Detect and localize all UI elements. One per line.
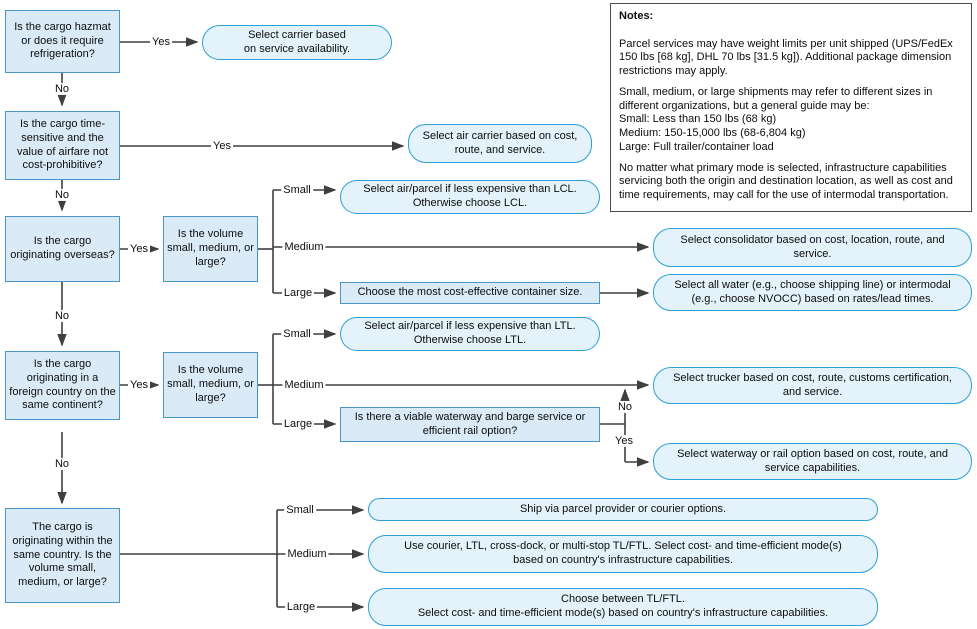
- label-no-time: No: [52, 188, 72, 202]
- label-yes-foreign: Yes: [128, 378, 150, 392]
- label-large-domestic: Large: [284, 600, 318, 614]
- label-medium-foreign: Medium: [282, 378, 326, 392]
- result-all-water-intermodal: Select all water (e.g., choose shipping …: [653, 274, 972, 311]
- result-courier-ltl-crossdock: Use courier, LTL, cross-dock, or multi-s…: [368, 535, 878, 573]
- label-no-waterway: No: [615, 400, 635, 414]
- edge-volume1-branches: [258, 185, 650, 298]
- result-consolidator: Select consolidator based on cost, locat…: [653, 228, 972, 267]
- decision-hazmat: Is the cargo hazmat or does it require r…: [5, 10, 120, 73]
- result-air-parcel-ltl: Select air/parcel if less expensive than…: [340, 317, 600, 351]
- result-trucker: Select trucker based on cost, route, cus…: [653, 367, 972, 404]
- decision-volume-overseas: Is the volume small, medium, or large?: [163, 216, 258, 282]
- label-yes-time: Yes: [211, 139, 233, 153]
- decision-foreign-same-continent: Is the cargo originating in a foreign co…: [5, 351, 120, 420]
- label-medium-domestic: Medium: [285, 547, 329, 561]
- result-air-parcel-lcl: Select air/parcel if less expensive than…: [340, 180, 600, 214]
- notes-paragraph-size-guide: Small, medium, or large shipments may re…: [619, 85, 933, 153]
- label-medium-overseas: Medium: [282, 240, 326, 254]
- label-small-domestic: Small: [284, 503, 316, 517]
- statement-domestic-volume: The cargo is originating within the same…: [5, 508, 120, 603]
- label-no-overseas: No: [52, 309, 72, 323]
- decision-waterway-rail: Is there a viable waterway and barge ser…: [340, 407, 600, 442]
- notes-paragraph-parcel-limits: Parcel services may have weight limits p…: [619, 37, 953, 78]
- label-no-foreign: No: [52, 457, 72, 471]
- process-container-size: Choose the most cost-effective container…: [340, 282, 600, 304]
- label-small-overseas: Small: [281, 183, 313, 197]
- decision-time-sensitive: Is the cargo time-sensitive and the valu…: [5, 111, 120, 180]
- label-small-foreign: Small: [281, 327, 313, 341]
- decision-overseas: Is the cargo originating overseas?: [5, 216, 120, 282]
- label-no-hazmat: No: [52, 82, 72, 96]
- result-parcel-courier: Ship via parcel provider or courier opti…: [368, 498, 878, 521]
- notes-panel: Notes: Parcel services may have weight l…: [610, 3, 972, 212]
- notes-title: Notes:: [619, 10, 654, 22]
- label-yes-hazmat: Yes: [150, 35, 172, 49]
- result-air-carrier: Select air carrier based on cost, route,…: [408, 124, 592, 163]
- label-yes-waterway: Yes: [613, 434, 635, 448]
- notes-paragraph-intermodal: No matter what primary mode is selected,…: [619, 161, 953, 202]
- result-waterway-rail: Select waterway or rail option based on …: [653, 443, 972, 480]
- label-large-overseas: Large: [281, 286, 315, 300]
- result-tl-ftl: Choose between TL/FTL. Select cost- and …: [368, 588, 878, 626]
- label-large-foreign: Large: [281, 417, 315, 431]
- result-carrier-availability: Select carrier based on service availabi…: [202, 25, 392, 60]
- label-yes-overseas: Yes: [128, 242, 150, 256]
- decision-volume-foreign: Is the volume small, medium, or large?: [163, 352, 258, 418]
